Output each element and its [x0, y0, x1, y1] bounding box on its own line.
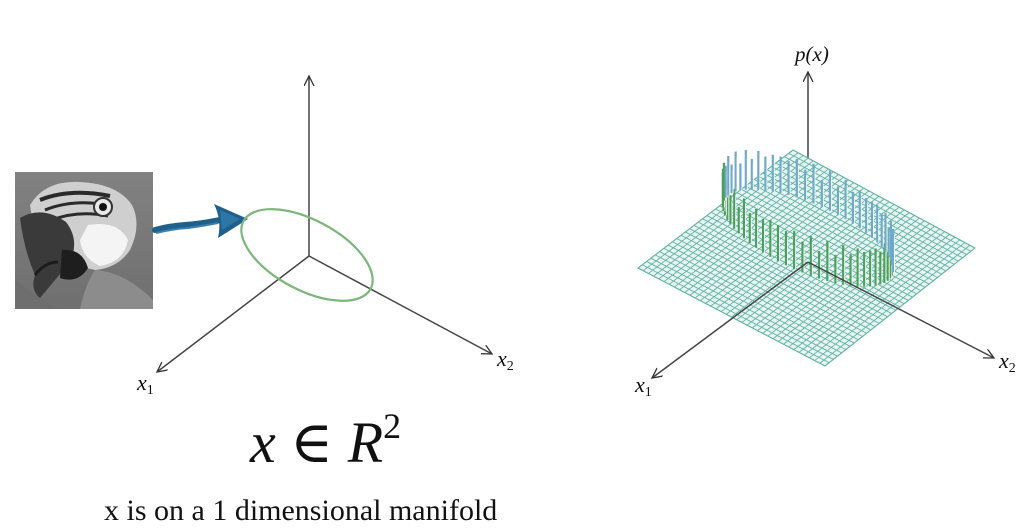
grid-line	[803, 236, 956, 356]
parrot-image	[15, 172, 153, 309]
grid-line	[771, 165, 955, 265]
left-x1-label: x1	[137, 370, 154, 398]
right-plot	[637, 72, 994, 378]
caption: x is on a 1 dimensional manifold	[104, 494, 498, 527]
formula: x ∈ R2	[250, 408, 401, 472]
manifold-ellipse	[240, 208, 374, 302]
grid-line	[819, 244, 971, 364]
grid-line	[793, 231, 945, 351]
formula-op: ∈	[275, 410, 348, 475]
left-axis-x1	[157, 255, 310, 372]
left-axis-x2	[308, 255, 492, 354]
grid-line	[824, 247, 976, 367]
right-x1-label: x1	[635, 372, 652, 400]
density-spikes	[721, 149, 896, 287]
right-x2-label: x2	[999, 348, 1016, 376]
grid-line	[792, 149, 976, 249]
formula-var: x	[250, 410, 276, 475]
right-y-label: p(x)	[795, 42, 829, 66]
grid-line	[798, 234, 950, 353]
mapping-arrow	[152, 204, 248, 238]
right-axis-x2	[807, 261, 994, 358]
formula-exponent: 2	[383, 406, 402, 446]
formula-space: R	[347, 410, 384, 475]
grid-line	[788, 152, 972, 252]
right-axis-x1	[652, 261, 809, 378]
grid-line	[809, 239, 961, 359]
grid-line	[814, 242, 966, 361]
left-x2-label: x2	[497, 346, 514, 374]
left-plot	[15, 76, 492, 372]
